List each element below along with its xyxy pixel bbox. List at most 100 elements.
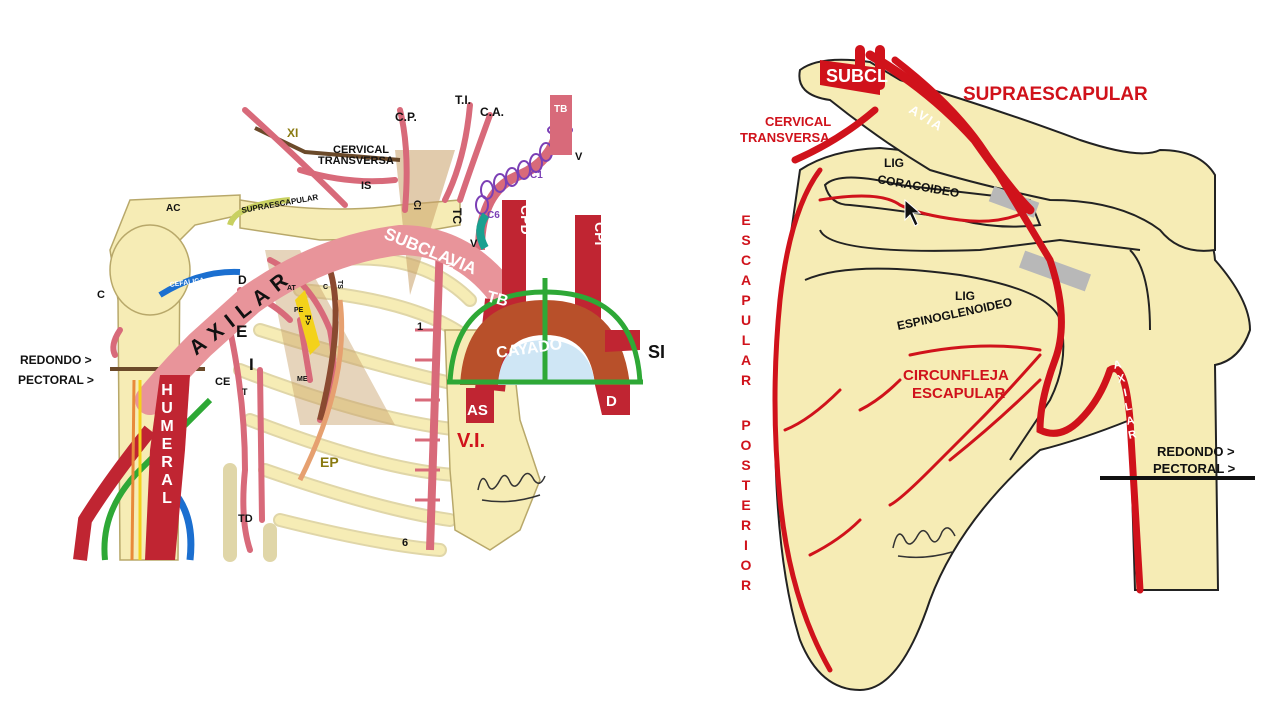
label-ac: AC (166, 203, 180, 214)
svg-text:R: R (1127, 428, 1137, 441)
label-d: D (238, 273, 247, 287)
svg-text:T: T (742, 477, 751, 493)
svg-text:A: A (1112, 358, 1122, 371)
label-cervical-transversa-right-2: TRANSVERSA (740, 130, 830, 145)
vertebral-ring-teal (476, 212, 490, 250)
label-c6: C6 (487, 210, 500, 221)
label-escapular-posterior: ESC APU LAR POS TER IOR (741, 212, 752, 593)
pectoral-nerve (295, 290, 320, 355)
label-cervical-transversa-right-1: CERVICAL (765, 114, 831, 129)
label-axilar-right: A X I L A R (1112, 358, 1137, 441)
scapular-spine (819, 229, 1141, 252)
intercostal-ticks (415, 328, 440, 502)
signature-right (892, 527, 956, 559)
svg-text:O: O (741, 557, 752, 573)
label-tc: TC (450, 208, 464, 224)
label-tb-top: TB (554, 104, 567, 115)
label-circunfleja-1: CIRCUNFLEJA (903, 367, 1009, 384)
label-cpd: CPD (518, 205, 534, 235)
svg-text:I: I (1123, 387, 1128, 399)
right-arteries (772, 45, 1144, 673)
aortic-arch (460, 300, 630, 385)
label-cpi: CPI (592, 222, 608, 245)
label-lig-espino-1: LIG (955, 289, 975, 303)
svg-text:R: R (741, 372, 751, 388)
label-supraescapular-right: SUPRAESCAPULAR (963, 84, 1148, 105)
branch-arteries (110, 102, 493, 553)
label-c-small: C (323, 284, 328, 291)
scalene-shading (395, 150, 455, 295)
svg-text:R: R (161, 454, 173, 471)
svg-text:E: E (741, 212, 750, 228)
label-i: I (249, 355, 254, 374)
label-tb-mid: TB (485, 288, 510, 310)
label-pectoral-left: PECTORAL > (18, 373, 94, 387)
svg-text:L: L (162, 490, 172, 507)
svg-text:L: L (742, 332, 751, 348)
label-xi: XI (287, 126, 298, 140)
label-subcl: SUBCL (826, 66, 888, 86)
subclavia-band (820, 60, 880, 95)
svg-text:A: A (741, 272, 751, 288)
label-ca: C.A. (480, 105, 504, 119)
svg-text:X: X (1117, 372, 1127, 385)
label-pectoral-right: PECTORAL > (1153, 461, 1236, 476)
label-pm: P> (303, 315, 312, 325)
svg-text:C: C (741, 252, 751, 268)
label-six: 6 (402, 537, 408, 549)
label-redondo-right: REDONDO > (1157, 444, 1235, 459)
humeral-artery (145, 375, 190, 560)
label-pe: PE (294, 307, 304, 314)
label-ce: CE (215, 376, 230, 388)
tb-top-vessel (550, 95, 572, 155)
signature-left (477, 472, 546, 503)
svg-text:S: S (741, 457, 750, 473)
internal-thoracic-artery (426, 239, 444, 551)
label-c1: C1 (530, 170, 543, 181)
supraescapular-nerve (227, 197, 291, 227)
left-diagram: XI C.P. T.I. C.A. TB V C1 C6 CERVICAL TR… (18, 93, 665, 562)
svg-text:E: E (741, 497, 750, 513)
label-me: ME (297, 376, 308, 383)
label-cp: C.P. (395, 110, 417, 124)
svg-text:O: O (741, 437, 752, 453)
label-as: AS (467, 402, 488, 419)
label-lig-coracoideo-1: LIG (884, 156, 904, 170)
label-cefalica: CEFALICA (169, 277, 205, 289)
axillary-subclavian-artery (135, 224, 515, 415)
label-ci: CI (411, 200, 422, 210)
glenoid-rim (1129, 249, 1151, 331)
label-ts: TS (336, 280, 343, 289)
label-t: T (242, 387, 248, 397)
label-humeral: HUM ERA L (160, 382, 173, 507)
svg-text:E: E (162, 436, 173, 453)
label-is: IS (361, 180, 371, 192)
label-one: 1 (417, 321, 423, 333)
svg-text:R: R (741, 517, 751, 533)
label-vi: V.I. (457, 430, 485, 452)
svg-text:M: M (160, 418, 173, 435)
label-e: E (236, 322, 247, 341)
svg-text:U: U (741, 312, 751, 328)
svg-text:A: A (741, 352, 751, 368)
label-ti: T.I. (455, 93, 471, 107)
svg-text:P: P (741, 292, 750, 308)
orange-nerve-left (130, 379, 136, 561)
label-mi: MI (443, 262, 454, 273)
svg-text:L: L (1124, 400, 1133, 413)
descending-aorta (595, 385, 630, 415)
label-si: SI (648, 342, 665, 362)
svg-text:I: I (744, 537, 748, 553)
label-td: TD (238, 513, 253, 525)
as-vessel (466, 388, 494, 423)
cephalic-vein (158, 268, 241, 298)
svg-text:P: P (741, 417, 750, 433)
svg-text:H: H (161, 382, 173, 399)
label-d-right: D (606, 393, 617, 410)
svg-text:R: R (741, 577, 751, 593)
svg-text:A: A (161, 472, 173, 489)
label-v-mid: V (470, 238, 478, 250)
label-cervical-transversa-1: CERVICAL (333, 144, 389, 156)
brown-branch (317, 269, 339, 421)
